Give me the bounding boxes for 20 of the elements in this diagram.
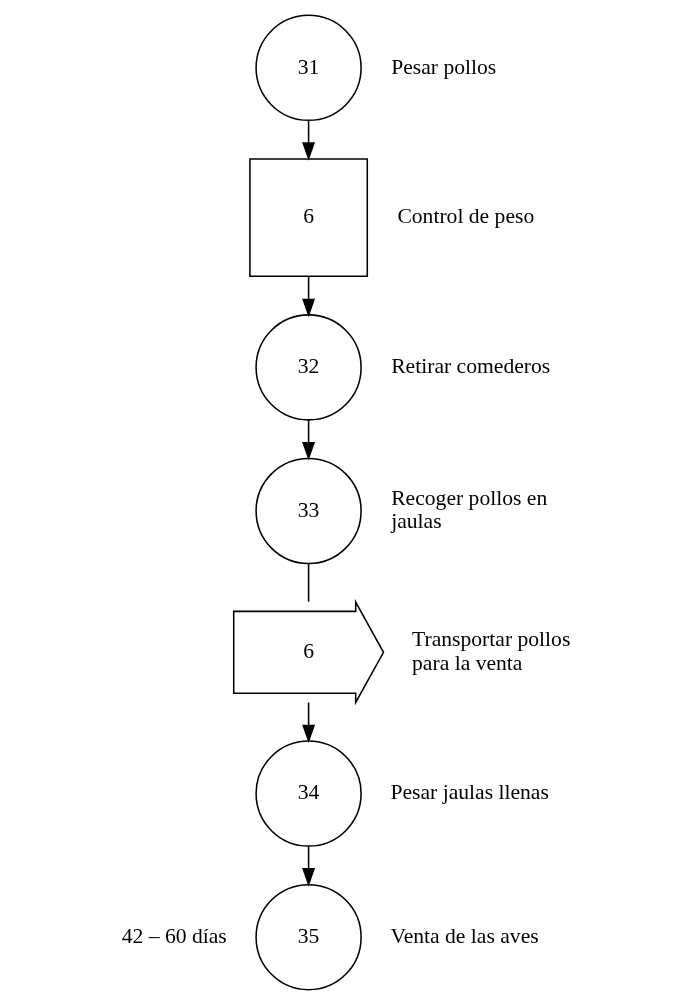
node-label: Pesar pollos [390, 54, 496, 79]
node-label: 42 – 60 días [121, 923, 227, 948]
node-label: Retirar comederos [390, 353, 550, 378]
node-circle: 34 [254, 739, 362, 847]
node-circle: 32 [254, 313, 362, 421]
arrow [301, 418, 315, 460]
node-label: Venta de las aves [389, 923, 539, 948]
node-label: Control de peso [396, 203, 534, 228]
arrow [301, 119, 315, 161]
arrow [301, 275, 315, 317]
arrow [301, 844, 315, 887]
node-label: Pesar jaulas llenas [389, 779, 549, 804]
node-box: 6 [248, 157, 368, 277]
node-circle: 31 [254, 14, 362, 121]
arrow [301, 701, 315, 743]
connector [307, 562, 309, 602]
node-circle: 35 [254, 883, 362, 990]
node-label: Recoger pollos en jaulas [390, 485, 547, 533]
node-circle: 33 [254, 457, 362, 564]
node-label: Transportar pollos para la venta [411, 626, 570, 675]
